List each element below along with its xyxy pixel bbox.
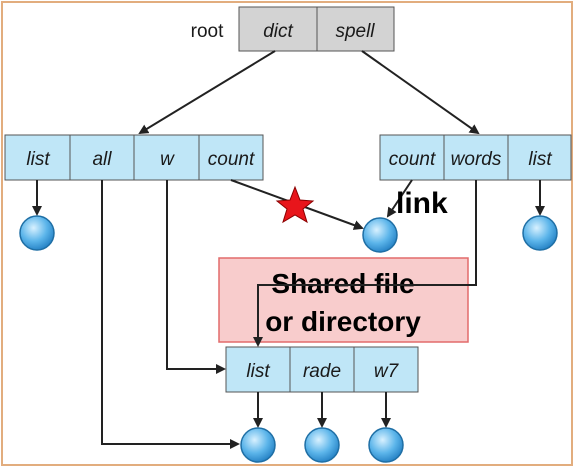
- edge-all-to-bottom-node: [101, 180, 240, 449]
- shared-cell-list: [225, 346, 291, 393]
- right-cell-list-label: list: [528, 149, 552, 170]
- star-icon: [275, 185, 315, 224]
- left-cell-count: [198, 134, 264, 181]
- left-cell-all-label: all: [92, 149, 112, 170]
- shared-cell-rade-label: rade: [303, 361, 341, 382]
- leaf-node: [304, 427, 340, 463]
- right-cell-count-label: count: [389, 149, 436, 170]
- left-cell-w: [133, 134, 200, 181]
- shared-cell-rade: [289, 346, 355, 393]
- leaf-node-linked: [362, 217, 398, 253]
- edge-spell-to-right-dir: [361, 50, 480, 135]
- leaf-node: [240, 427, 276, 463]
- link-label: link: [396, 187, 448, 220]
- left-directory: list all w count: [4, 134, 264, 181]
- left-cell-list-label: list: [26, 149, 50, 170]
- left-cell-count-label: count: [208, 149, 255, 170]
- root-label: root: [191, 21, 224, 42]
- shared-directory: list rade w7: [225, 346, 419, 393]
- root-cell-spell-label: spell: [335, 21, 375, 42]
- root-directory: dict spell: [238, 6, 395, 52]
- right-cell-count: [379, 134, 445, 181]
- root-cell-dict: [238, 6, 318, 52]
- right-cell-words-label: words: [451, 149, 502, 170]
- shared-cell-w7-label: w7: [374, 361, 400, 382]
- shared-file-label-line2: or directory: [265, 306, 421, 337]
- root-cell-spell: [316, 6, 395, 52]
- edge-right-count-to-node: [386, 179, 413, 218]
- right-directory: count words list: [379, 134, 572, 181]
- leaf-node: [19, 215, 55, 251]
- leaf-node: [368, 427, 404, 463]
- edge-dict-to-left-dir: [138, 50, 276, 135]
- leaf-node: [522, 215, 558, 251]
- shared-file-box: [218, 257, 469, 343]
- edge-w-to-shared-dir: [166, 180, 226, 374]
- right-cell-words: [443, 134, 509, 181]
- edge-words-to-shared-dir: [253, 180, 477, 347]
- left-cell-list: [4, 134, 71, 181]
- root-cell-dict-label: dict: [263, 21, 293, 42]
- left-cell-w-label: w: [160, 149, 175, 170]
- shared-file-label-line1: Shared file: [271, 268, 414, 299]
- shared-cell-list-label: list: [246, 361, 270, 382]
